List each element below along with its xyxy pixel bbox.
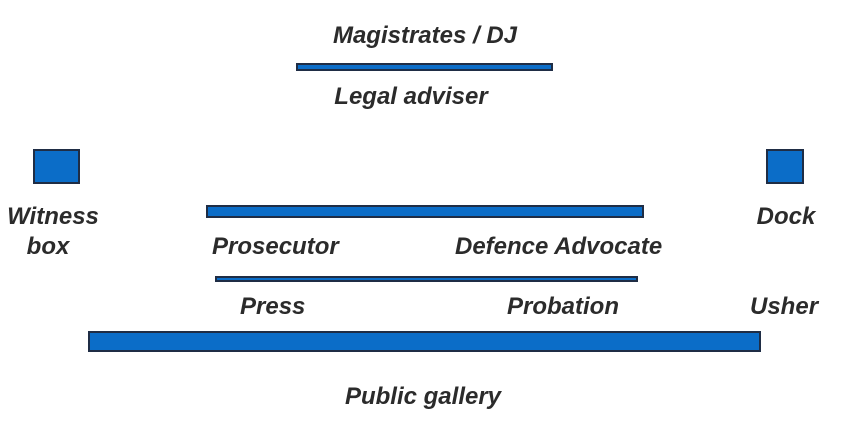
bench-bar [296, 63, 553, 71]
dock-label: Dock [756, 203, 816, 230]
prosecutor-label: Prosecutor [212, 233, 339, 260]
legal-adviser-label: Legal adviser [334, 83, 488, 110]
press-table-bar [215, 276, 638, 282]
defence-advocate-label: Defence Advocate [455, 233, 663, 260]
witness-box-label-line2: box [26, 233, 70, 260]
press-label: Press [240, 293, 306, 320]
usher-label: Usher [750, 293, 819, 320]
dock-shape [766, 149, 804, 184]
public-gallery-bar [88, 331, 761, 352]
probation-label: Probation [507, 293, 619, 320]
witness-box-label-line1: Witness [7, 203, 99, 230]
advocates-table-bar [206, 205, 644, 218]
public-gallery-label: Public gallery [344, 383, 502, 410]
witness-box-shape [33, 149, 80, 184]
magistrates-label: Magistrates / DJ [332, 22, 518, 49]
